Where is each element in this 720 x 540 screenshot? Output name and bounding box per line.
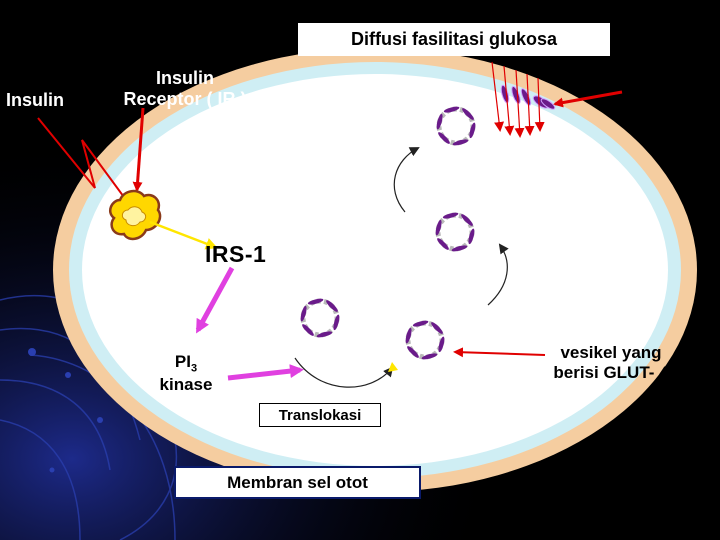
pi3-subscript: 3 [190,362,198,375]
receptor-label: Insulin Receptor ( IR ) [100,68,270,109]
receptor-label-line1: Insulin [156,68,214,88]
receptor-pointer-arrow [132,107,145,192]
glucose-entry-arrows [491,61,545,138]
title-box: Diffusi fasilitasi glukosa [298,23,610,56]
insulin-label: Insulin [6,90,64,110]
vesicle-3 [300,298,340,338]
translocation-arrow [227,364,304,381]
translokasi-label: Translokasi [278,406,362,424]
membrane-box: Membran sel otot [174,466,421,499]
pi3-label: PI3 [146,352,226,375]
vesicle-label: vesikel yang berisi GLUT- 4 [536,343,686,382]
vesicle-4 [405,320,445,360]
glut4-pointer-arrow [553,90,623,108]
kinase-label: kinase [159,375,213,395]
vesicle-2 [435,212,475,252]
receptor-label-line2: Receptor ( IR ) [123,88,247,109]
vesicle-label-line2: berisi GLUT- 4 [553,362,669,382]
vesicle-pointer-arrow [453,347,546,358]
membrane-label: Membran sel otot [227,472,368,492]
vesicle-movement-arrow-1 [393,147,420,213]
pi3k-activation-arrow [195,266,235,334]
translocation-arrowhead [388,362,398,372]
pi3-base: PI [174,352,191,371]
insulin-signal-arrow [37,117,134,210]
title: Diffusi fasilitasi glukosa [350,29,558,49]
vesicle-label-line1: vesikel yang [560,343,662,362]
irs1-label: IRS-1 [205,241,267,267]
cell-membrane [53,48,697,492]
vesicles [300,106,476,360]
vesicle-movement-arrow-2 [487,243,509,306]
pi3-kinase-label: PI3 kinase [146,352,226,395]
glut4-label: GLUT- 4 [627,84,685,101]
vesicle-1 [436,106,476,146]
background-dots [28,348,103,473]
insulin-receptor [109,189,162,241]
irs1-activation-arrow [149,220,218,250]
translokasi-box: Translokasi [259,403,381,427]
translocation-curve [294,357,394,388]
